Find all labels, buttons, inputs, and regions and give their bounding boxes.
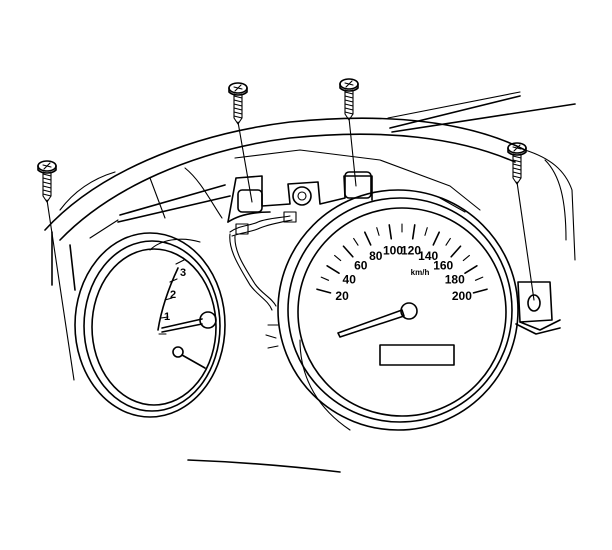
screw-drive-slot (42, 162, 52, 170)
screw-shank (233, 93, 243, 125)
speedometer-tick-label: 40 (343, 272, 357, 286)
screw-thread-line (233, 99, 243, 103)
tachometer-needle (161, 311, 217, 333)
speedometer-tick (411, 224, 416, 240)
screw-thread-line (512, 175, 522, 179)
speedometer-needle (337, 302, 418, 338)
upper-left-screw (228, 82, 253, 203)
screw-thread-line (42, 189, 52, 193)
screw-thread-line (512, 159, 522, 163)
speedometer-tick-label: 20 (335, 289, 349, 303)
speedometer-tick-label: 140 (418, 249, 438, 263)
screw-head-side (507, 147, 527, 156)
speedometer-tick (472, 288, 488, 294)
screw-drive-slot (344, 80, 354, 88)
screw-thread-line (512, 167, 522, 171)
speedometer-tick-label: 120 (401, 244, 421, 258)
screw-thread-line (512, 163, 522, 167)
speedometer-tick-label: 160 (433, 259, 453, 273)
screw-guide-line (237, 121, 253, 203)
tachometer-tick-label: 1 (164, 311, 170, 323)
left-screw (37, 160, 75, 381)
speedometer-tick (432, 231, 440, 246)
screw-thread (344, 89, 354, 121)
screw-thread-line (42, 181, 52, 185)
speedometer-tick (450, 245, 462, 258)
speedometer-tick (464, 265, 478, 274)
tachometer-tick-marks (158, 259, 185, 335)
right-screw (507, 142, 535, 301)
screw-thread-line (233, 111, 243, 115)
screw-thread-line (512, 155, 522, 159)
screw-thread (512, 153, 522, 185)
screw-thread-line (42, 177, 52, 181)
speedometer-tick-label: 200 (452, 289, 472, 303)
screw-drive-slot (512, 144, 522, 152)
dashboard-outline (44, 91, 576, 291)
right-bracket (515, 281, 561, 335)
screw-head-side (37, 165, 57, 174)
speedometer-tick (445, 237, 451, 246)
speedometer-tick (474, 276, 484, 281)
screw-guide-line (516, 181, 535, 301)
screw-thread (233, 93, 243, 125)
tachometer: 1 2 3 (74, 232, 226, 418)
screw-thread-line (344, 107, 354, 111)
screw-head-side (228, 87, 248, 96)
speedometer-tick (316, 288, 332, 294)
screw-thread-line (344, 103, 354, 107)
screw-thread-line (233, 103, 243, 107)
speedometer-tick (462, 254, 470, 262)
screw-thread-line (42, 185, 52, 189)
speedometer-tick (376, 227, 380, 236)
screw-guide-line (348, 117, 357, 187)
speedometer-tick-label: 80 (369, 249, 383, 263)
screw-thread-line (344, 99, 354, 103)
screw-thread-line (233, 107, 243, 111)
speedometer-tick (424, 227, 428, 236)
speedometer-tick (326, 265, 340, 274)
speedometer-tick-marks (316, 223, 488, 294)
speedometer-tick (353, 237, 359, 246)
cluster-bezel (227, 171, 373, 223)
tachometer-tick-label: 3 (180, 267, 186, 279)
screw-drive-slot (233, 84, 243, 92)
speedometer-tick (388, 224, 393, 240)
screw-thread-line (512, 171, 522, 175)
speedometer-tick-label: 180 (445, 272, 465, 286)
screws (37, 78, 535, 381)
wiring-harness (229, 211, 297, 349)
speedometer-tick (364, 231, 372, 246)
speedometer-tick (342, 245, 354, 258)
screw-thread-line (233, 95, 243, 99)
speedometer-tick (320, 276, 330, 281)
speedometer-tick-label: 60 (354, 259, 368, 273)
odometer-display (379, 344, 455, 366)
screw-thread-line (42, 193, 52, 197)
screw-shank (344, 89, 354, 121)
speedometer-unit-label: km/h (411, 268, 430, 277)
screw-thread (42, 171, 52, 203)
screw-thread-line (344, 91, 354, 95)
screw-thread-line (344, 111, 354, 115)
speedometer-tick-label: 100 (383, 244, 403, 258)
screw-thread-line (344, 95, 354, 99)
speedometer-tick (334, 254, 342, 262)
lower-dash-line (187, 459, 341, 473)
screw-thread-line (42, 173, 52, 177)
screw-shank (42, 171, 52, 203)
screw-head-side (339, 83, 359, 92)
screw-thread-line (233, 115, 243, 119)
tachometer-tick-label: 2 (170, 289, 176, 301)
upper-center-screw (339, 78, 359, 187)
fuel-gauge-pointer (172, 346, 206, 369)
screw-guide-line (46, 199, 75, 381)
screw-shank (512, 153, 522, 185)
